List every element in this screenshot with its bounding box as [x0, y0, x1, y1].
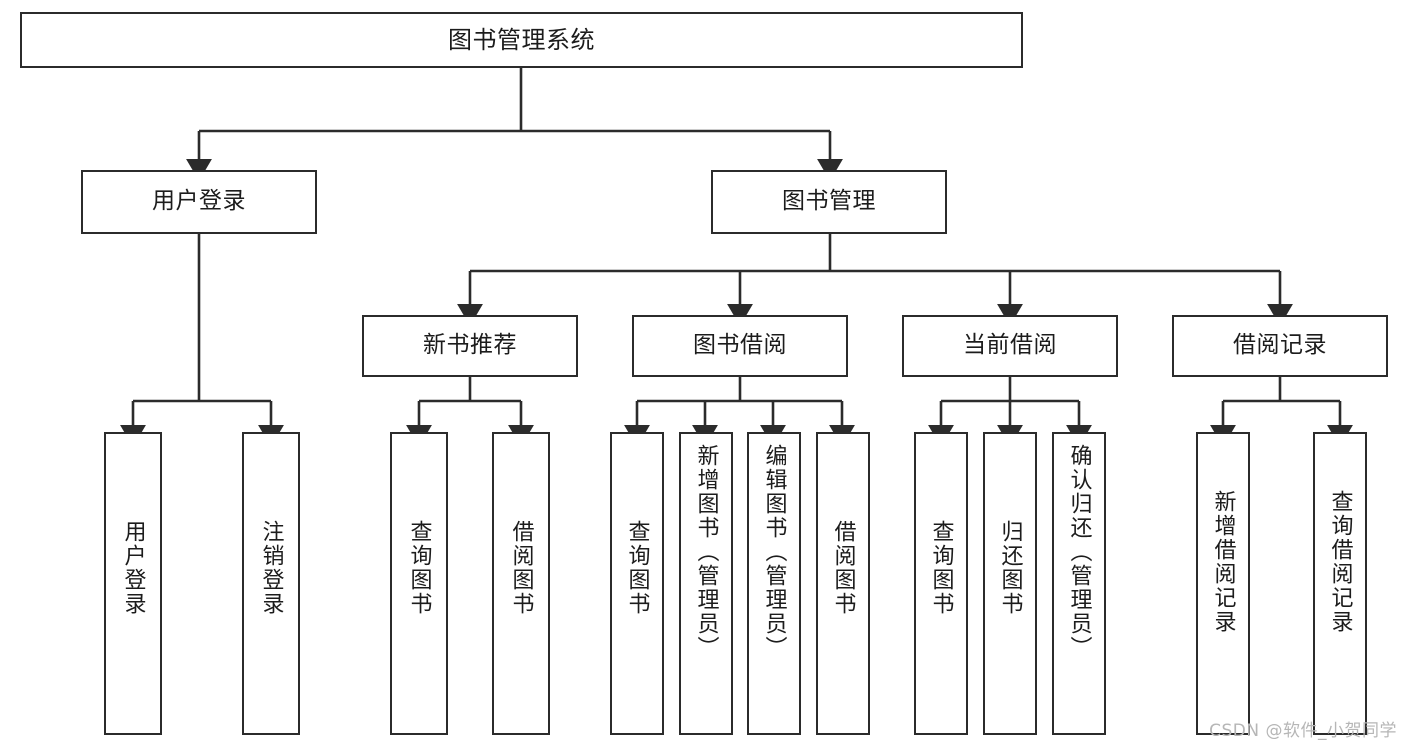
node-label: 查询图书 — [624, 520, 650, 616]
node-label: 注销登录 — [258, 520, 284, 616]
node-label: 编辑图书（管理员） — [761, 444, 787, 660]
node-label: 图书管理系统 — [448, 25, 595, 54]
node-borrow-record[interactable]: 借阅记录 — [1172, 315, 1388, 377]
csdn-watermark: CSDN @软件_小贺同学 — [1209, 721, 1397, 741]
node-label: 查询图书 — [406, 520, 432, 616]
leaf-user-login-signin[interactable]: 用户登录 — [104, 432, 162, 735]
leaf-current-borrow-confirm-return[interactable]: 确认归还（管理员） — [1052, 432, 1106, 735]
node-label: 新书推荐 — [423, 332, 517, 359]
leaf-user-login-signout[interactable]: 注销登录 — [242, 432, 300, 735]
node-label: 确认归还（管理员） — [1066, 444, 1092, 660]
node-label: 当前借阅 — [963, 332, 1057, 359]
leaf-book-borrow-query[interactable]: 查询图书 — [610, 432, 664, 735]
node-label: 归还图书 — [997, 520, 1023, 616]
node-user-login[interactable]: 用户登录 — [81, 170, 317, 234]
leaf-book-borrow-add[interactable]: 新增图书（管理员） — [679, 432, 733, 735]
leaf-new-book-query[interactable]: 查询图书 — [390, 432, 448, 735]
leaf-borrow-record-query[interactable]: 查询借阅记录 — [1313, 432, 1367, 735]
leaf-borrow-record-add[interactable]: 新增借阅记录 — [1196, 432, 1250, 735]
node-book-borrow[interactable]: 图书借阅 — [632, 315, 848, 377]
node-book-management[interactable]: 图书管理 — [711, 170, 947, 234]
node-label: 查询图书 — [928, 520, 954, 616]
leaf-book-borrow-lend[interactable]: 借阅图书 — [816, 432, 870, 735]
node-label: 新增图书（管理员） — [693, 444, 719, 660]
node-label: 查询借阅记录 — [1327, 490, 1353, 634]
node-root-system[interactable]: 图书管理系统 — [20, 12, 1023, 68]
node-label: 用户登录 — [152, 188, 246, 215]
leaf-new-book-borrow[interactable]: 借阅图书 — [492, 432, 550, 735]
node-label: 用户登录 — [120, 520, 146, 616]
leaf-current-borrow-query[interactable]: 查询图书 — [914, 432, 968, 735]
node-label: 借阅记录 — [1233, 332, 1327, 359]
node-label: 图书借阅 — [693, 332, 787, 359]
node-label: 新增借阅记录 — [1210, 490, 1236, 634]
node-current-borrow[interactable]: 当前借阅 — [902, 315, 1118, 377]
leaf-book-borrow-edit[interactable]: 编辑图书（管理员） — [747, 432, 801, 735]
node-label: 借阅图书 — [508, 520, 534, 616]
node-label: 图书管理 — [782, 188, 876, 215]
node-label: 借阅图书 — [830, 520, 856, 616]
node-new-book-recommend[interactable]: 新书推荐 — [362, 315, 578, 377]
leaf-current-borrow-return[interactable]: 归还图书 — [983, 432, 1037, 735]
